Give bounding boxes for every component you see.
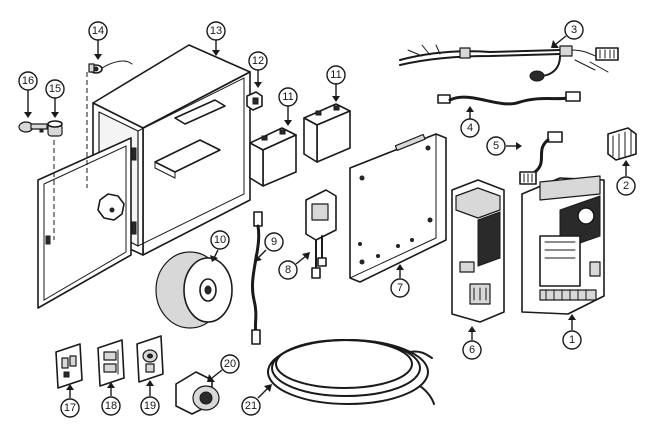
callout-16-label: 16 [22, 75, 34, 87]
callout-1: 1 [562, 314, 582, 350]
callout-20-label: 20 [224, 358, 236, 370]
control-board-1 [521, 175, 605, 315]
coiled-cable [267, 339, 435, 405]
wiring-harness [399, 44, 619, 82]
callout-14: 14 [88, 21, 108, 60]
callout-21: 21 [241, 384, 272, 416]
parts-pack-18 [97, 339, 125, 387]
key-part [18, 121, 48, 133]
callout-12: 12 [248, 51, 268, 88]
small-bracket-part [246, 91, 263, 111]
enclosure-door [37, 72, 132, 309]
callout-1-label: 1 [569, 334, 575, 346]
parts-pack-19 [136, 335, 164, 383]
callout-2-label: 2 [623, 180, 629, 192]
callout-6: 6 [462, 326, 482, 360]
callout-7-label: 7 [397, 282, 403, 294]
door-latch-part [88, 60, 133, 74]
callout-5-label: 5 [493, 140, 499, 152]
callout-9: 9 [254, 232, 284, 262]
callout-13: 13 [206, 21, 226, 56]
callout-11b-label: 11 [330, 69, 341, 81]
callout-14-label: 14 [92, 25, 104, 37]
callout-13-label: 13 [210, 25, 222, 37]
callout-11a-label: 11 [282, 91, 293, 103]
jumper-cable [251, 211, 263, 345]
callout-17-label: 17 [64, 402, 76, 414]
small-circuit-board [305, 189, 337, 279]
callout-11a: 11 [278, 87, 298, 126]
callout-18-label: 18 [105, 400, 117, 412]
battery-left [249, 127, 297, 187]
callout-2: 2 [616, 160, 636, 196]
callout-7: 7 [390, 264, 410, 298]
callout-5: 5 [486, 136, 522, 156]
control-housing-6 [451, 179, 505, 323]
callout-3-label: 3 [571, 24, 577, 36]
connector-cable-4 [437, 91, 581, 106]
callout-4-label: 4 [467, 122, 473, 134]
callout-16: 16 [18, 71, 38, 118]
callout-8: 8 [278, 252, 310, 280]
connector-cable-5 [519, 131, 563, 185]
terminal-block [607, 127, 637, 161]
callout-18: 18 [101, 382, 121, 416]
battery-right [303, 103, 351, 163]
mounting-backplate [349, 133, 447, 283]
callout-8-label: 8 [285, 264, 291, 276]
callout-19-label: 19 [144, 400, 156, 412]
cable-spool [155, 251, 233, 329]
callout-3: 3 [551, 20, 584, 48]
callout-9-label: 9 [271, 236, 277, 248]
callout-4: 4 [460, 106, 480, 138]
callout-15-label: 15 [49, 83, 61, 95]
callout-19: 19 [140, 380, 160, 416]
callout-10-label: 10 [214, 234, 226, 246]
callout-6-label: 6 [469, 344, 475, 356]
callout-12-label: 12 [252, 55, 264, 67]
callout-20: 20 [207, 354, 240, 382]
lock-cylinder-part [47, 120, 63, 137]
callout-10: 10 [210, 230, 230, 262]
sensor-housing [175, 371, 220, 415]
callout-15: 15 [45, 79, 65, 118]
parts-pack-17 [55, 343, 83, 389]
callout-17: 17 [60, 384, 80, 418]
callout-11b: 11 [326, 65, 346, 102]
callout-21-label: 21 [245, 400, 257, 412]
